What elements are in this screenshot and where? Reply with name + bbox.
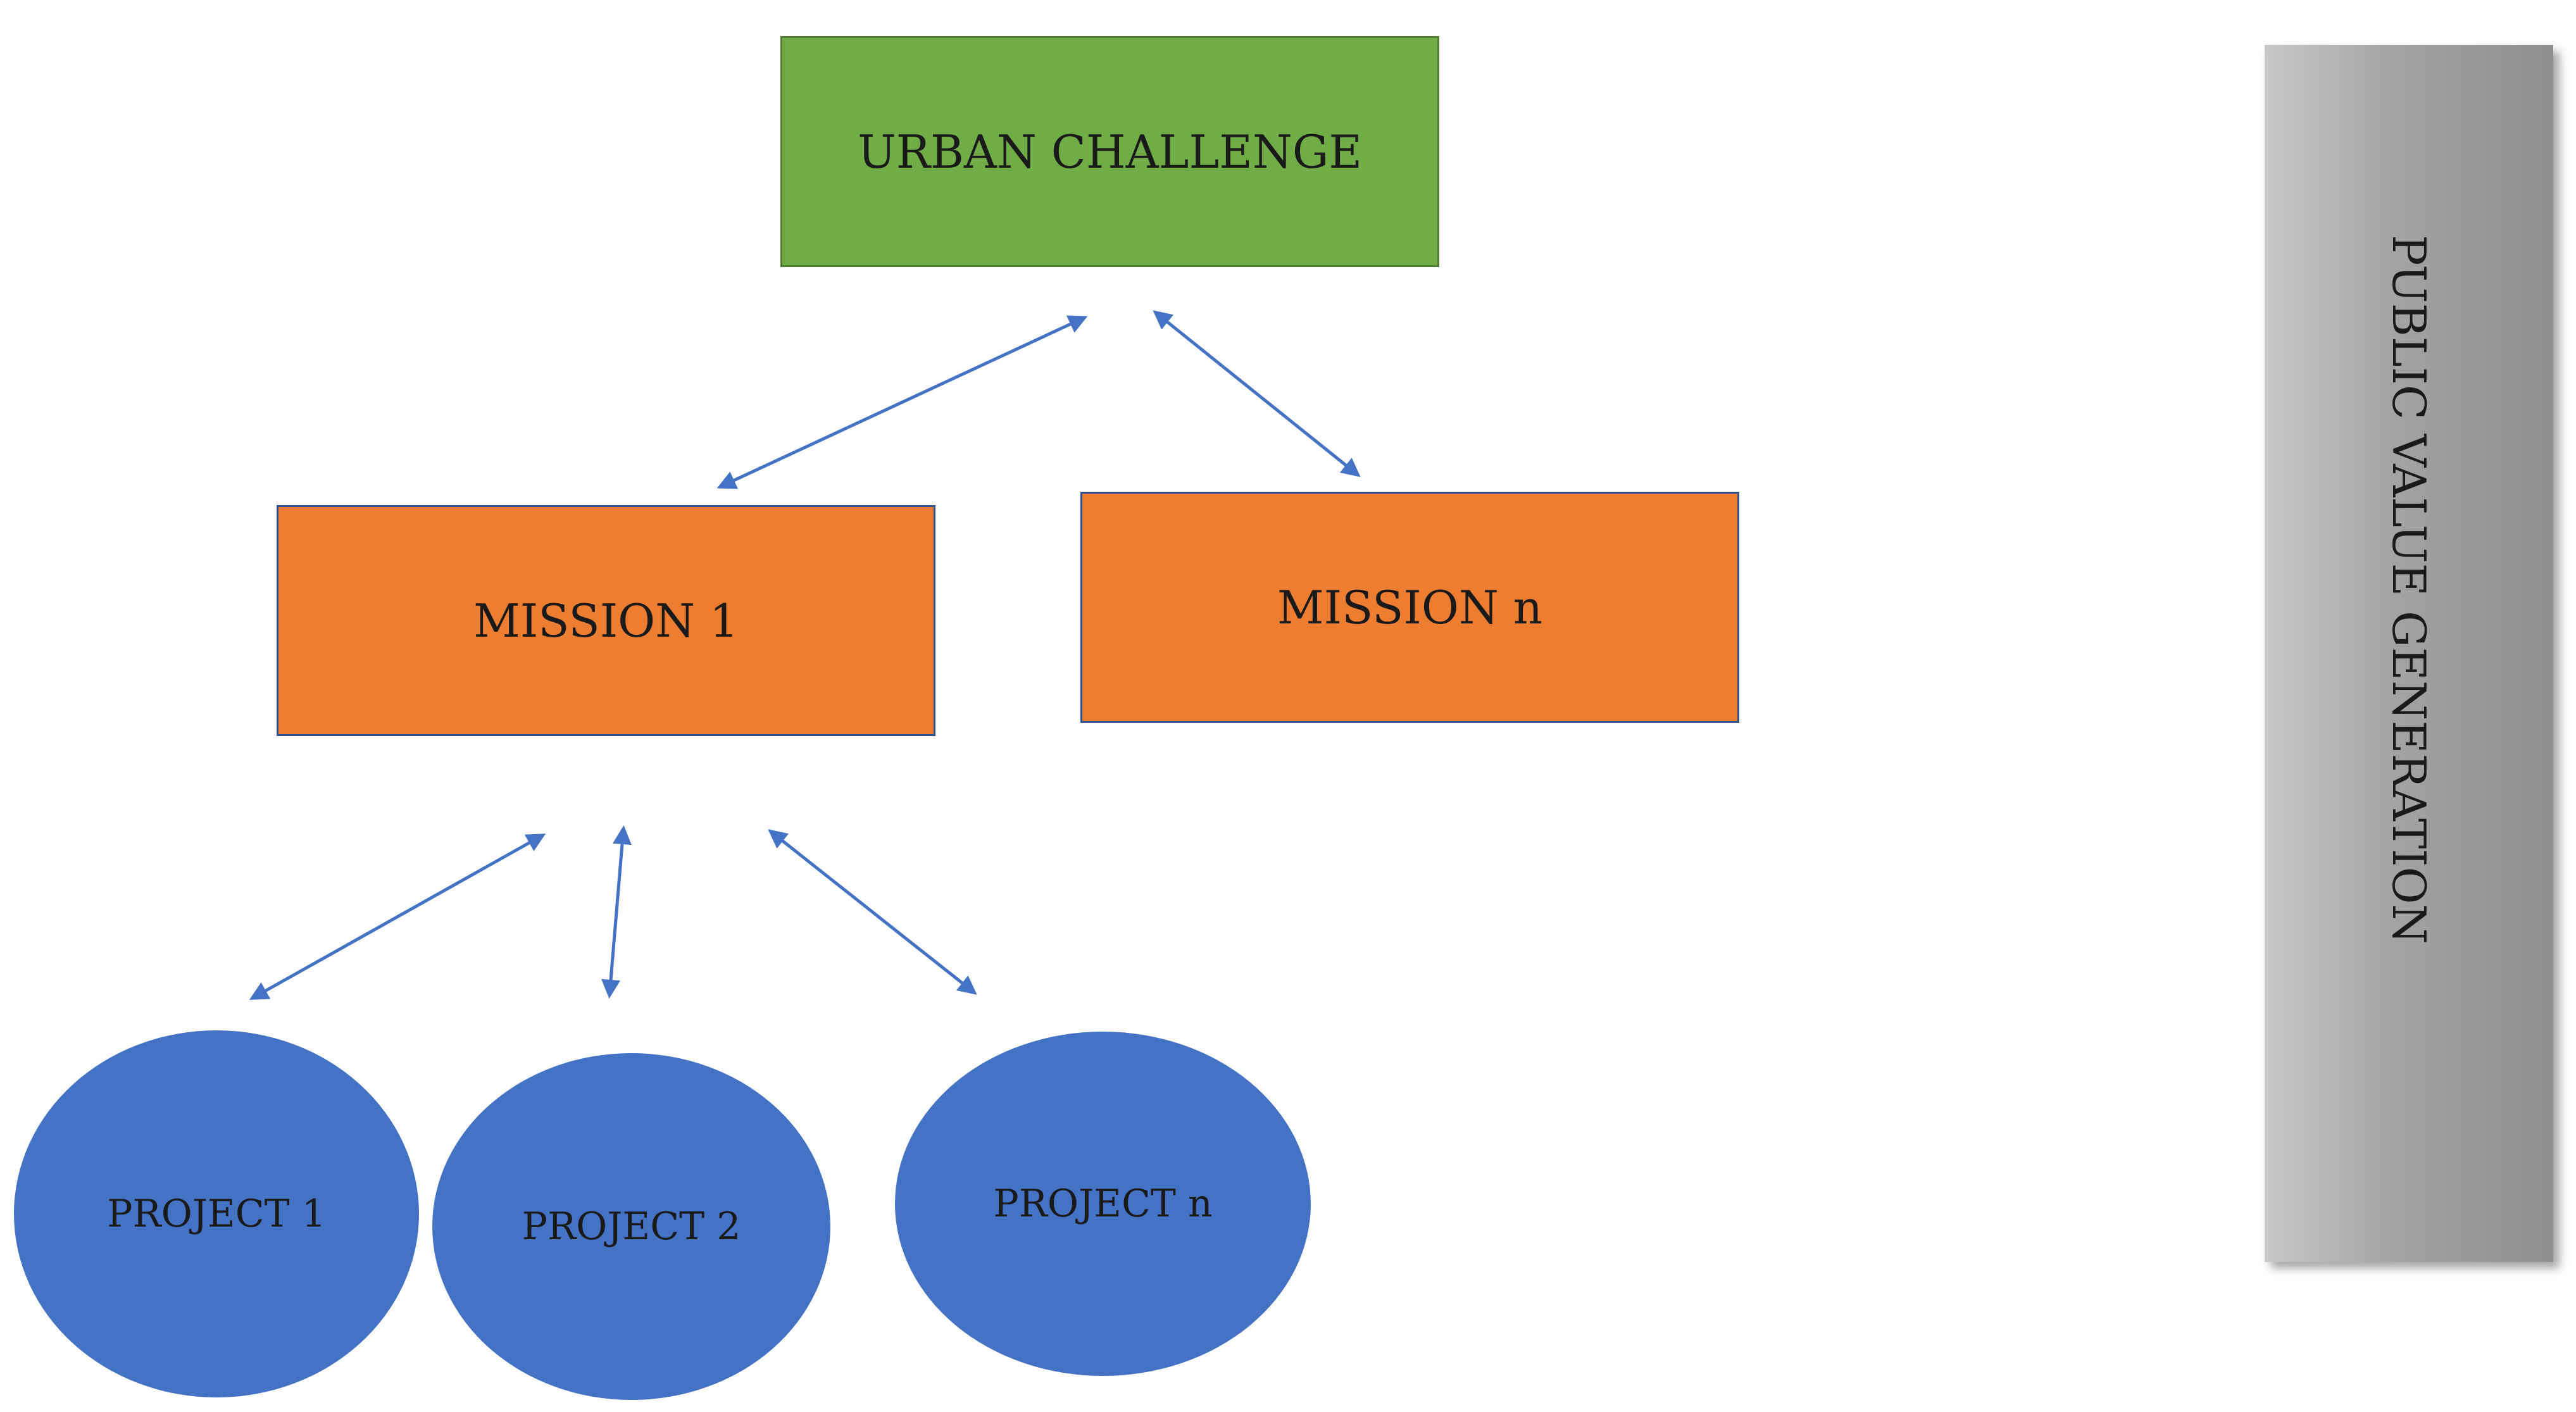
arrow-challenge-mission-n xyxy=(1153,310,1361,477)
mission-n-box: MISSION n xyxy=(1080,492,1739,723)
arrow-mission-1-project-2 xyxy=(601,825,632,999)
project-1-circle: PROJECT 1 xyxy=(14,1030,419,1397)
project-2-circle: PROJECT 2 xyxy=(432,1053,830,1400)
arrow-challenge-mission-1 xyxy=(716,315,1088,489)
arrow-mission-1-project-n xyxy=(768,829,977,995)
mission-1-box: MISSION 1 xyxy=(277,505,935,736)
arrow-mission-1-project-1 xyxy=(249,834,546,1000)
project-n-circle: PROJECT n xyxy=(895,1032,1311,1376)
public-value-generation-label: PUBLIC VALUE GENERATION xyxy=(2382,235,2435,944)
public-value-generation-bar: PUBLIC VALUE GENERATION xyxy=(2265,45,2553,1262)
urban-challenge-box: URBAN CHALLENGE xyxy=(780,36,1439,267)
